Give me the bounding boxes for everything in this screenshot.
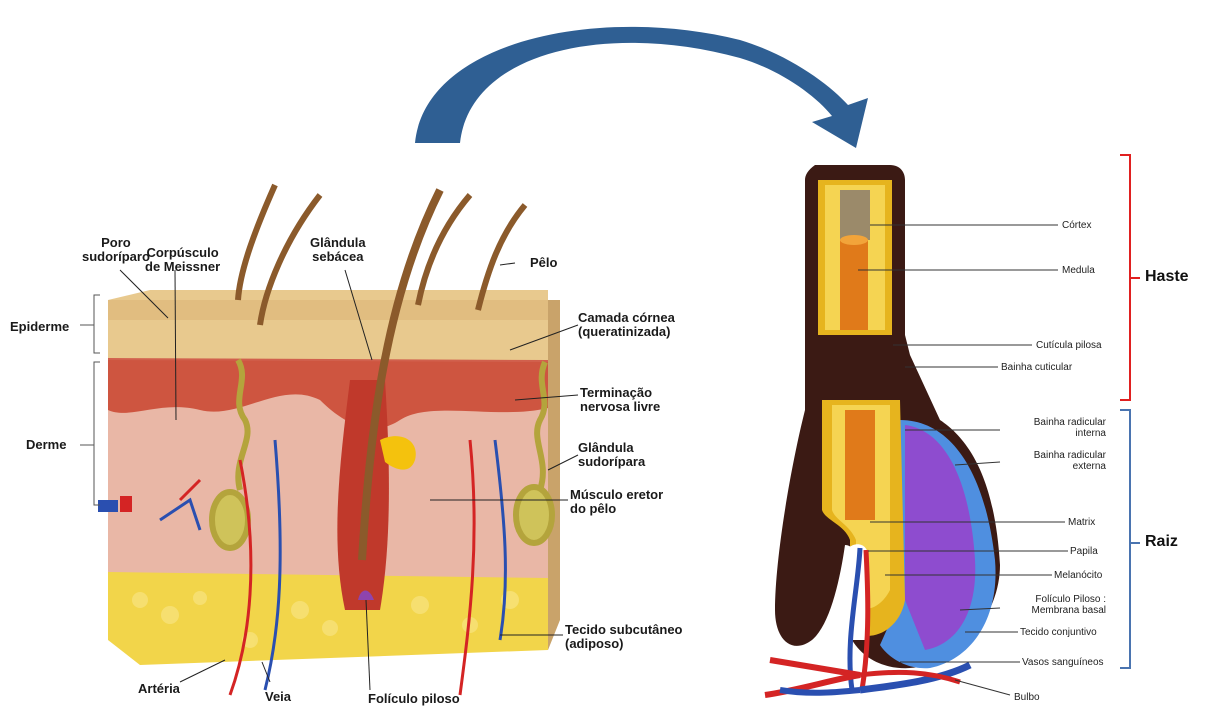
label-bainha-cuticular: Bainha cuticular (1001, 362, 1072, 373)
label-epiderme: Epiderme (10, 320, 69, 334)
label-medula: Medula (1062, 265, 1095, 276)
curved-arrow (415, 27, 868, 148)
label-derme: Derme (26, 438, 66, 452)
label-foliculo-membrana: Folículo Piloso :Membrana basal (1000, 594, 1106, 616)
haste-bracket (1120, 155, 1140, 400)
label-vasos: Vasos sanguíneos (1022, 657, 1104, 668)
raiz-bracket (1120, 410, 1140, 668)
label-foliculo-piloso: Folículo piloso (368, 692, 460, 706)
label-pelo: Pêlo (530, 256, 557, 270)
label-haste: Haste (1145, 268, 1189, 286)
label-melanocito: Melanócito (1054, 570, 1102, 581)
label-matrix: Matrix (1068, 517, 1095, 528)
label-bulbo: Bulbo (1014, 692, 1040, 703)
label-tecido-conjuntivo: Tecido conjuntivo (1020, 627, 1097, 638)
label-papila: Papila (1070, 546, 1098, 557)
label-veia: Veia (265, 690, 291, 704)
label-tecido-subcutaneo: Tecido subcutâneo(adiposo) (565, 623, 683, 651)
label-arteria: Artéria (138, 682, 180, 696)
skin-brackets (80, 295, 100, 505)
label-raiz: Raiz (1145, 533, 1178, 551)
label-camada-cornea: Camada córnea(queratinizada) (578, 311, 675, 339)
label-cuticula: Cutícula pilosa (1036, 340, 1102, 351)
label-cortex: Córtex (1062, 220, 1091, 231)
